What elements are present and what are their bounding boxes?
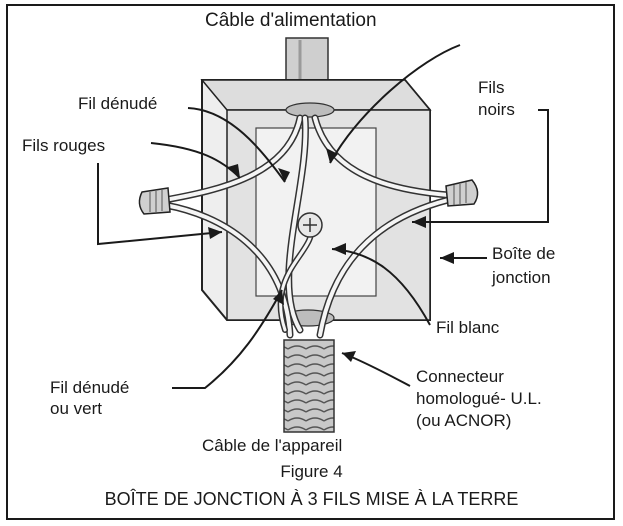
wire-nut-left-icon: [138, 187, 171, 215]
figure-number: Figure 4: [280, 462, 343, 481]
black-wires-label-line2: noirs: [478, 100, 515, 119]
bare-or-green-label-line1: Fil dénudé: [50, 378, 130, 397]
connector-label-line3: (ou ACNOR): [416, 411, 512, 430]
figure-caption: BOÎTE DE JONCTION À 3 FILS MISE À LA TER…: [104, 489, 519, 509]
appliance-cable-label: Câble de l'appareil: [202, 436, 343, 455]
red-wires-label: Fils rouges: [22, 136, 106, 155]
bare-or-green-label-line2: ou vert: [50, 399, 102, 418]
junction-box-label-line1: Boîte de: [492, 244, 556, 263]
connector-label-line2: homologué- U.L.: [416, 389, 542, 408]
black-wires-label-line1: Fils: [478, 78, 505, 97]
bare-wire-label: Fil dénudé: [78, 94, 158, 113]
junction-box-label-line2: jonction: [492, 268, 551, 287]
arrow-heads: [208, 148, 454, 362]
white-wire-label: Fil blanc: [436, 318, 500, 337]
wire-nut-right-icon: [445, 179, 479, 207]
connector-label-line1: Connecteur: [416, 367, 504, 386]
appliance-cable: [283, 339, 335, 433]
ground-screw-icon: [297, 212, 323, 238]
supply-cable-label: Câble d'alimentation: [205, 10, 377, 31]
